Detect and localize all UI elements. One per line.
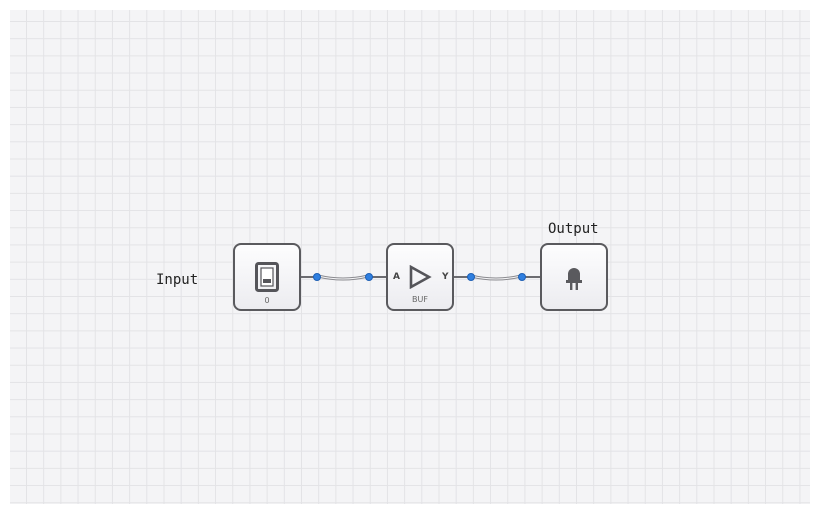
buffer-pin-y-label: Y [442,272,449,282]
led-icon [566,268,582,290]
led-input-pin[interactable] [518,273,526,281]
buffer-pin-a-label: A [393,272,400,282]
toggle-switch-icon[interactable] [255,262,279,292]
wire-switch-to-buffer[interactable] [315,270,373,284]
output-label: Output [548,221,599,237]
wire-stub-buffer-out [454,276,470,278]
wire-stub-buffer-in [369,276,386,278]
wire-buffer-to-led[interactable] [468,270,526,284]
input-label: Input [156,272,199,288]
buffer-input-pin[interactable] [365,273,373,281]
output-led-node[interactable] [540,243,608,311]
wire-stub-switch-out [301,276,317,278]
buffer-type-label: BUF [412,295,428,304]
wire-stub-led-in [522,276,540,278]
switch-output-pin[interactable] [313,273,321,281]
buffer-triangle-icon [409,265,432,289]
buffer-gate-node[interactable]: A Y BUF [386,243,454,311]
switch-value: 0 [264,296,270,305]
buffer-output-pin[interactable] [467,273,475,281]
input-switch-node[interactable]: 0 [233,243,301,311]
